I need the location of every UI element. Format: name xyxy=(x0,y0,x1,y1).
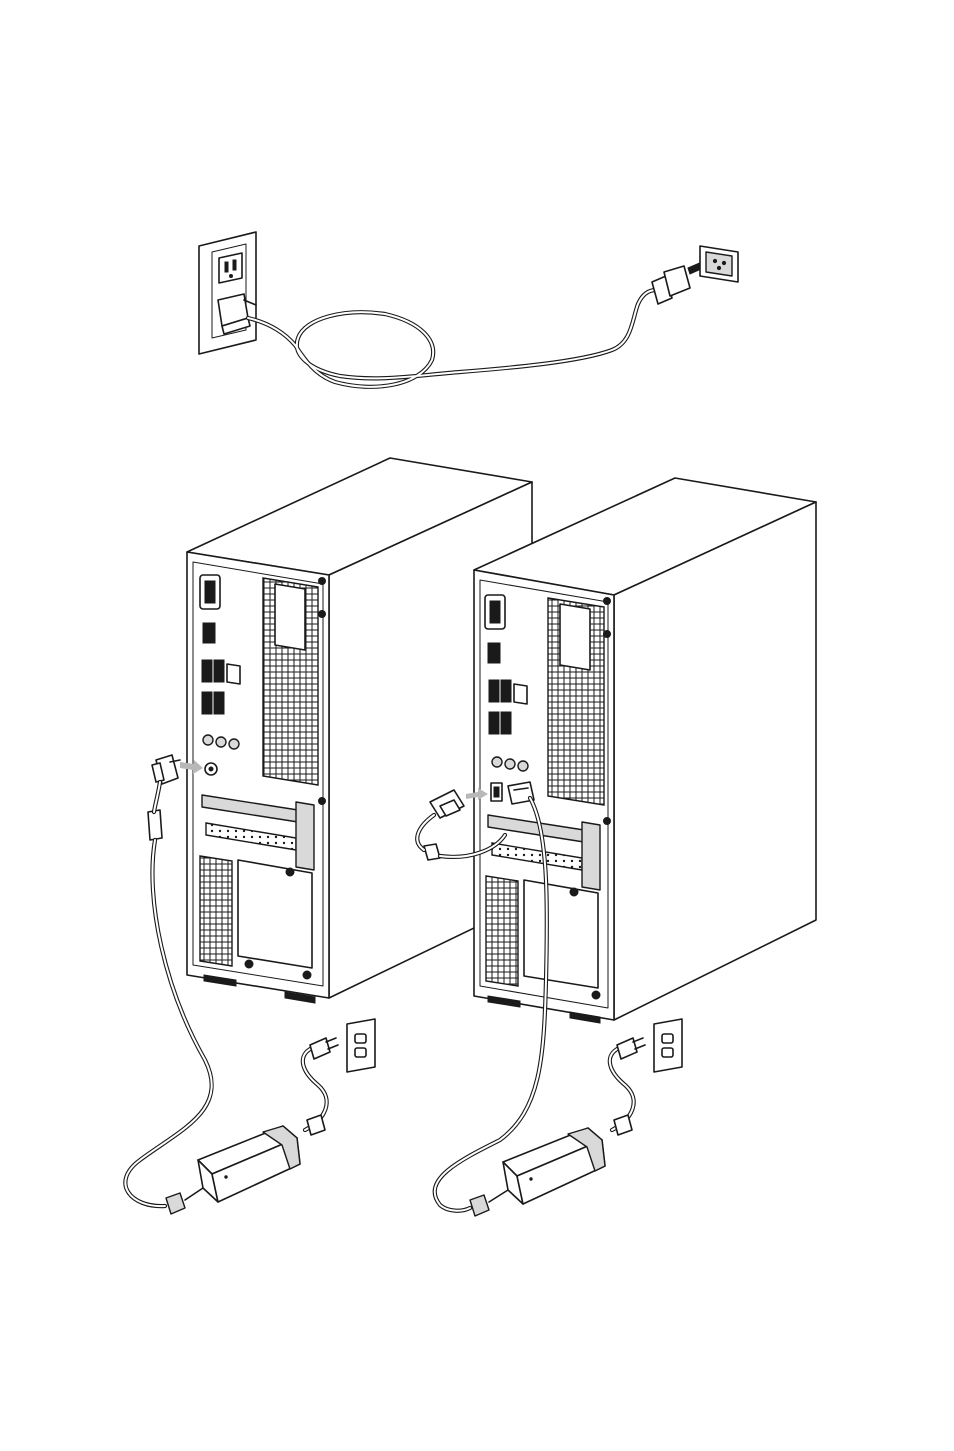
usb-port xyxy=(501,680,511,702)
audio-jack xyxy=(505,759,515,769)
usb-port xyxy=(501,712,511,734)
usb-port xyxy=(202,692,212,714)
right-tower xyxy=(417,478,816,1216)
hdmi-port xyxy=(488,643,500,663)
ethernet-port xyxy=(514,684,527,704)
vent-label xyxy=(560,604,590,670)
usb-port xyxy=(489,712,499,734)
power-cord-icon xyxy=(248,290,656,387)
audio-jack xyxy=(518,761,528,771)
vent-label xyxy=(275,584,305,650)
device-socket-icon xyxy=(700,246,738,282)
wall-outlet-icon xyxy=(654,1019,682,1072)
audio-jack xyxy=(203,735,213,745)
audio-jack xyxy=(229,739,239,749)
wall-outlet-icon xyxy=(347,1019,375,1072)
left-tower xyxy=(125,458,532,1214)
power-adapter-icon xyxy=(166,1126,300,1214)
hdmi-port xyxy=(203,623,215,643)
wall-outlet-icon xyxy=(199,232,256,354)
desktop-tower-icon xyxy=(474,478,816,1023)
audio-jack xyxy=(492,757,502,767)
top-panel-power-cord xyxy=(199,232,738,387)
audio-jack xyxy=(216,737,226,747)
ethernet-port xyxy=(227,664,240,684)
usb-port xyxy=(202,660,212,682)
power-adapter-icon xyxy=(470,1128,605,1216)
usb-port xyxy=(489,680,499,702)
usb-port xyxy=(214,692,224,714)
usb-port xyxy=(214,660,224,682)
cord-connector-icon xyxy=(652,266,690,304)
